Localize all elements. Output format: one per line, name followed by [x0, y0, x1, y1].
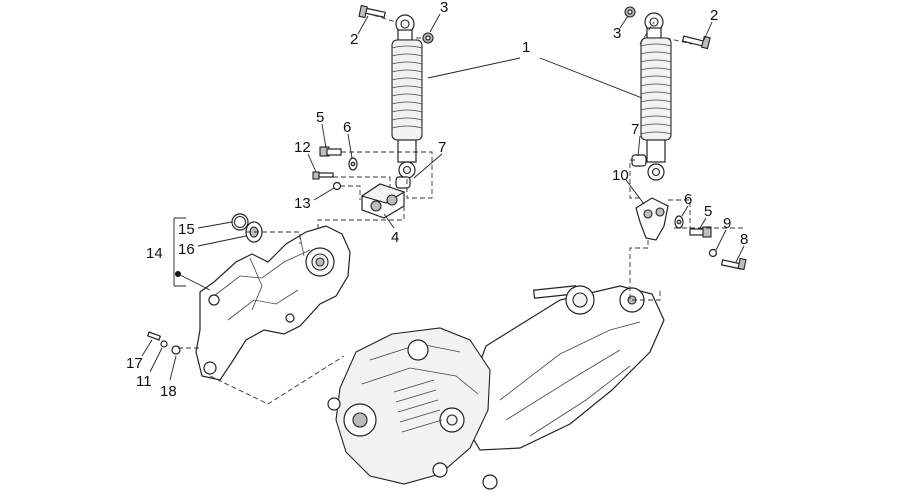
callout-3-right: 3	[613, 25, 621, 42]
callout-9: 9	[723, 215, 731, 232]
callout-5-right: 5	[704, 203, 712, 220]
callout-18: 18	[160, 383, 177, 400]
bracket-4	[360, 183, 406, 219]
engine-unit	[327, 285, 665, 490]
callout-5-left: 5	[316, 109, 324, 126]
callout-13: 13	[294, 195, 311, 212]
engine-mount-bracket	[195, 225, 351, 381]
fasteners	[146, 4, 747, 355]
shock-absorber-right	[640, 12, 672, 181]
shock-absorber-left	[391, 14, 423, 179]
callout-10: 10	[612, 167, 629, 184]
leader-lines	[141, 13, 745, 381]
callout-14: 14	[146, 245, 163, 262]
callout-12: 12	[294, 139, 311, 156]
callout-8: 8	[740, 231, 748, 248]
callout-2-left: 2	[350, 31, 358, 48]
callout-1: 1	[522, 39, 530, 56]
callout-16: 16	[178, 241, 195, 258]
callout-7-left: 7	[438, 139, 446, 156]
callout-17: 17	[126, 355, 143, 372]
callout-6-left: 6	[343, 119, 351, 136]
callout-11: 11	[136, 373, 152, 390]
callout-15: 15	[178, 221, 195, 238]
callout-4: 4	[391, 229, 399, 246]
callout-6-right: 6	[684, 191, 692, 208]
assembly-guide-lines	[178, 12, 744, 405]
callout-3-left: 3	[440, 0, 448, 16]
callout-2-right: 2	[710, 7, 718, 24]
bracket-10	[635, 197, 669, 241]
callout-labels: 1 2 3 3 2 5 6 7 12 13 4 15 16 14 7 10 6 …	[126, 0, 748, 400]
callout-7-right: 7	[631, 121, 639, 138]
